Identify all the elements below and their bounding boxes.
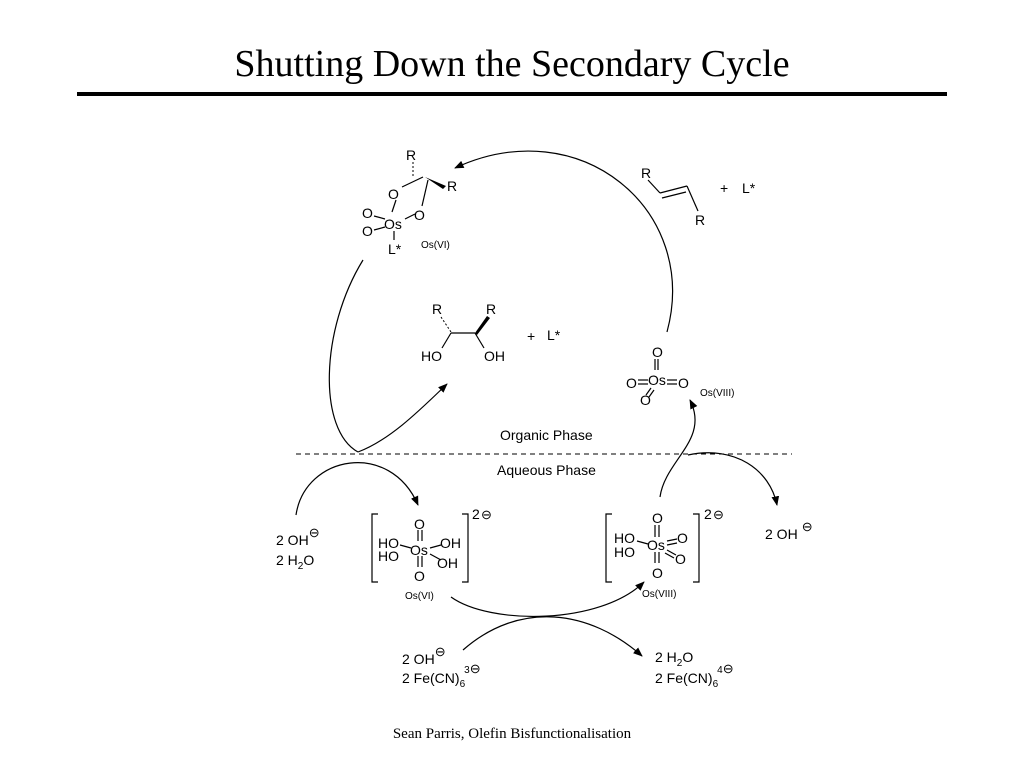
osmate-charge-number: 2 bbox=[472, 506, 480, 522]
perosmate-ho-lower-label: HO bbox=[614, 544, 635, 560]
perosmate-o-right-lower-label: O bbox=[675, 551, 686, 567]
svg-text:2 H2O: 2 H2O bbox=[276, 552, 314, 572]
ester-oxo-bottom-label: O bbox=[362, 223, 373, 239]
osmate-oxidation-state: Os(VI) bbox=[405, 591, 434, 602]
oso4-oxidation-state: Os(VIII) bbox=[700, 388, 734, 399]
reagent-2oh-left-charge: ⊖ bbox=[309, 525, 320, 540]
svg-text:2 OH⊖: 2 OH⊖ bbox=[276, 525, 320, 548]
reagent-2oh-left: 2 OH bbox=[276, 532, 309, 548]
oso4-o-right-label: O bbox=[678, 375, 689, 391]
diol-oh-label: OH bbox=[484, 348, 505, 364]
title-underline bbox=[77, 92, 947, 96]
perosmate-ho-upper-label: HO bbox=[614, 530, 635, 546]
product-2h2o: 2 H bbox=[655, 649, 677, 665]
perosmate-o-right-upper-label: O bbox=[677, 530, 688, 546]
slide-title: Shutting Down the Secondary Cycle bbox=[234, 43, 790, 85]
organic-phase-label: Organic Phase bbox=[500, 427, 593, 443]
svg-text:2 Fe(CN)63⊖: 2 Fe(CN)63⊖ bbox=[402, 661, 481, 690]
reagent-2oh-right: 2 OH bbox=[765, 526, 798, 542]
svg-text:2 OH⊖: 2 OH ⊖ bbox=[765, 519, 813, 542]
osmate-charge-sign: ⊖ bbox=[481, 507, 492, 522]
arrow-phase-transfer bbox=[659, 399, 698, 498]
reduced-reagents: 2 H2O 2 Fe(CN)64⊖ bbox=[655, 649, 734, 690]
ester-o-right-label: O bbox=[414, 207, 425, 223]
osmate-vi-anion: O HO HO Os OH OH O 2 ⊖ Os(VI) bbox=[371, 506, 492, 602]
ester-r-right-label: R bbox=[447, 178, 457, 194]
product-ferrocyanide: 2 Fe(CN) bbox=[655, 670, 713, 686]
svg-text:2 OH⊖: 2 OH⊖ bbox=[402, 644, 446, 667]
osmium-tetroxide: O O Os O O Os(VIII) bbox=[626, 344, 734, 408]
ester-os-label: Os bbox=[384, 216, 402, 232]
ester-oxo-top-label: O bbox=[362, 205, 373, 221]
arrow-oh-release bbox=[687, 452, 780, 506]
oso4-o-top-label: O bbox=[652, 344, 663, 360]
arrow-ferricyanide bbox=[462, 616, 643, 657]
perosmate-o-bottom-label: O bbox=[652, 565, 663, 581]
oxidant-2oh: 2 OH bbox=[402, 651, 435, 667]
arrow-reoxidation bbox=[450, 581, 645, 617]
osmate-oh-upper-label: OH bbox=[440, 535, 461, 551]
ester-oxidation-state: Os(VI) bbox=[421, 240, 450, 251]
diol-ligand-label: L* bbox=[547, 327, 561, 343]
arrow-hydrolysis bbox=[295, 462, 419, 516]
ester-r-top-label: R bbox=[406, 147, 416, 163]
oxidant-2oh-charge: ⊖ bbox=[435, 644, 446, 659]
osmate-ho-lower-label: HO bbox=[378, 548, 399, 564]
svg-text:2 Fe(CN)64⊖: 2 Fe(CN)64⊖ bbox=[655, 661, 734, 690]
hydrolysis-reagents: 2 OH⊖ 2 H2O bbox=[276, 525, 320, 572]
ester-o-left-label: O bbox=[388, 186, 399, 202]
arrow-diol-release bbox=[357, 383, 448, 453]
slide-footer: Sean Parris, Olefin Bisfunctionalisation bbox=[392, 726, 632, 742]
oso4-o-bottom-label: O bbox=[640, 392, 651, 408]
perosmate-o-top-label: O bbox=[652, 510, 663, 526]
perosmate-charge-number: 2 bbox=[704, 506, 712, 522]
osmate-o-top-label: O bbox=[414, 516, 425, 532]
arrow-olefin-addition bbox=[454, 150, 673, 333]
perosmate-oxidation-state: Os(VIII) bbox=[642, 589, 676, 600]
released-hydroxide: 2 OH ⊖ bbox=[765, 519, 813, 542]
perosmate-os-label: Os bbox=[647, 537, 665, 553]
aqueous-phase-label: Aqueous Phase bbox=[497, 462, 596, 478]
diol-product: R R HO OH + L* bbox=[421, 301, 561, 364]
reagent-h2o-left: 2 H bbox=[276, 552, 298, 568]
osmate-oh-lower-label: OH bbox=[437, 555, 458, 571]
osmate-os-label: Os bbox=[410, 542, 428, 558]
olefin-ligand-label: L* bbox=[742, 180, 756, 196]
olefin-plus-sign: + bbox=[720, 180, 728, 196]
diol-r-right-label: R bbox=[486, 301, 496, 317]
olefin-r-bottom-label: R bbox=[695, 212, 705, 228]
ester-ligand-label: L* bbox=[388, 241, 402, 257]
reagent-2oh-right-charge: ⊖ bbox=[802, 519, 813, 534]
cycle-arrows bbox=[295, 150, 780, 657]
osmate-ester-complex: R R O O O O Os L* Os(VI) bbox=[362, 147, 457, 257]
perosmate-viii-anion: O HO HO Os O O O 2 ⊖ Os(VIII) bbox=[605, 506, 724, 600]
oso4-os-label: Os bbox=[648, 372, 666, 388]
diol-plus-sign: + bbox=[527, 328, 535, 344]
osmate-o-bottom-label: O bbox=[414, 568, 425, 584]
perosmate-charge-sign: ⊖ bbox=[713, 507, 724, 522]
arrow-ester-descent bbox=[328, 259, 364, 453]
osmate-ho-upper-label: HO bbox=[378, 535, 399, 551]
svg-text:2 H2O: 2 H2O bbox=[655, 649, 693, 669]
diol-r-left-label: R bbox=[432, 301, 442, 317]
oxidant-reagents: 2 OH⊖ 2 Fe(CN)63⊖ bbox=[402, 644, 481, 690]
oxidant-ferricyanide: 2 Fe(CN) bbox=[402, 670, 460, 686]
olefin-reactant: R R + L* bbox=[641, 165, 756, 228]
diol-ho-label: HO bbox=[421, 348, 442, 364]
oso4-o-left-label: O bbox=[626, 375, 637, 391]
olefin-r-top-label: R bbox=[641, 165, 651, 181]
